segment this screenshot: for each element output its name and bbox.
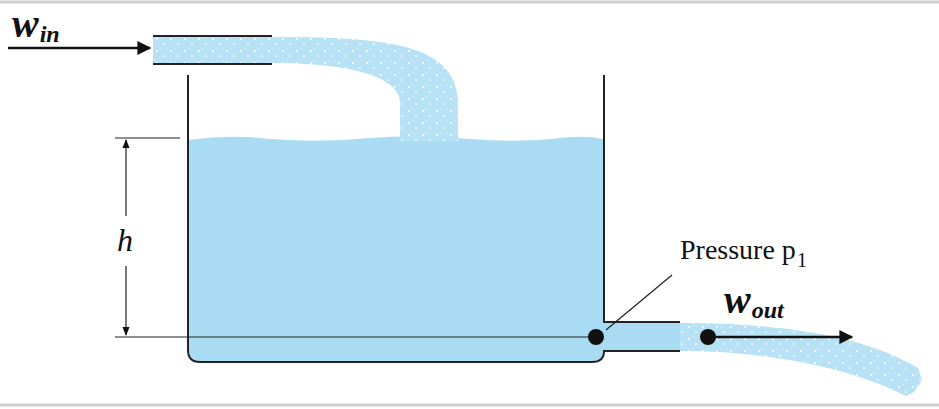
flow-subscript: out xyxy=(752,298,784,322)
pressure-point xyxy=(588,329,604,345)
dimension-line xyxy=(125,266,126,335)
bottom-rule xyxy=(0,404,939,407)
dimension-line xyxy=(125,140,126,216)
flow-subscript: in xyxy=(40,22,60,46)
tank-wall xyxy=(604,75,680,322)
inlet-pipe-wall xyxy=(153,63,272,65)
inlet-pipe-wall xyxy=(153,35,272,37)
tank-wall xyxy=(188,75,680,362)
inflow-arrow xyxy=(8,47,150,50)
flow-symbol: w xyxy=(12,4,39,44)
dimension-tick xyxy=(115,336,596,337)
pressure-label: Pressure p xyxy=(680,236,796,264)
inlet-stream xyxy=(153,37,458,141)
height-symbol: h xyxy=(117,224,133,256)
outlet-stream xyxy=(680,323,922,396)
outflow-arrow xyxy=(712,336,852,339)
flow-symbol: w xyxy=(724,280,751,320)
pressure-subscript: 1 xyxy=(797,250,807,270)
top-rule xyxy=(0,1,939,4)
dimension-tick xyxy=(115,137,180,138)
tank-water xyxy=(189,136,680,361)
leader-line xyxy=(606,275,672,330)
